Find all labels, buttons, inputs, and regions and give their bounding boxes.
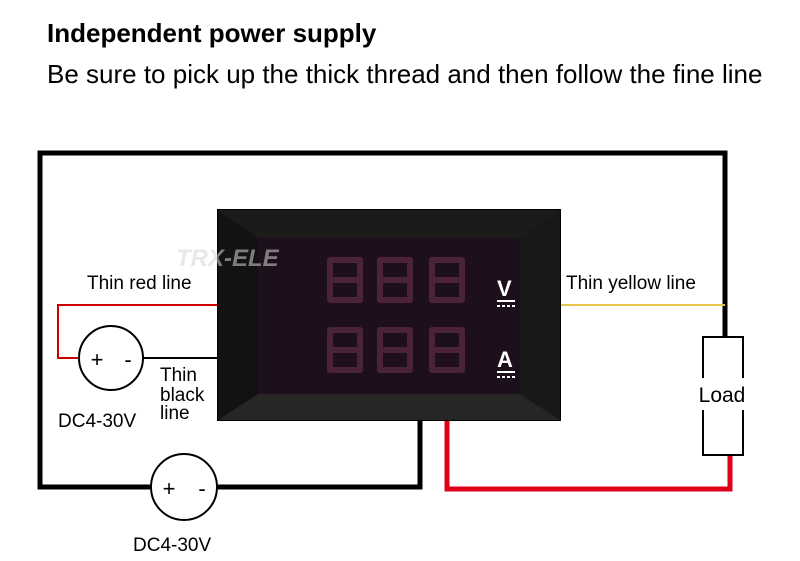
supply-main-plus: + (163, 476, 176, 501)
supply-small-plus: + (91, 347, 104, 372)
supply-main-minus: - (198, 476, 205, 501)
dc-supply-small: + - (78, 325, 144, 391)
amp-unit-label: A (497, 347, 513, 372)
volt-digits (327, 257, 465, 303)
volt-amp-meter: TRX-ELE V A (176, 209, 561, 421)
thin-black-line-label-3: line (160, 403, 190, 424)
load-box: Load (686, 336, 760, 456)
thin-red-wire (57, 304, 218, 359)
thin-red-line-label: Thin red line (87, 273, 192, 294)
dc-supply-main: + - (150, 453, 218, 521)
thin-black-line-label-2: black (160, 385, 205, 406)
supply-small-voltage-label: DC4-30V (58, 411, 136, 432)
brand-watermark: TRX-ELE (176, 245, 280, 272)
amp-digits (327, 327, 465, 373)
supply-main-voltage-label: DC4-30V (133, 535, 211, 556)
instruction-text: Be sure to pick up the thick thread and … (47, 59, 763, 89)
page-title: Independent power supply (47, 18, 377, 48)
supply-small-minus: - (124, 347, 131, 372)
thick-black-wire (218, 420, 423, 490)
thick-black-loop-wire (37, 150, 728, 490)
thick-red-wire (444, 420, 733, 492)
volt-unit-label: V (497, 276, 512, 301)
thin-black-line-label-1: Thin (160, 365, 197, 386)
load-label: Load (699, 384, 746, 407)
thin-yellow-line-label: Thin yellow line (566, 273, 696, 294)
